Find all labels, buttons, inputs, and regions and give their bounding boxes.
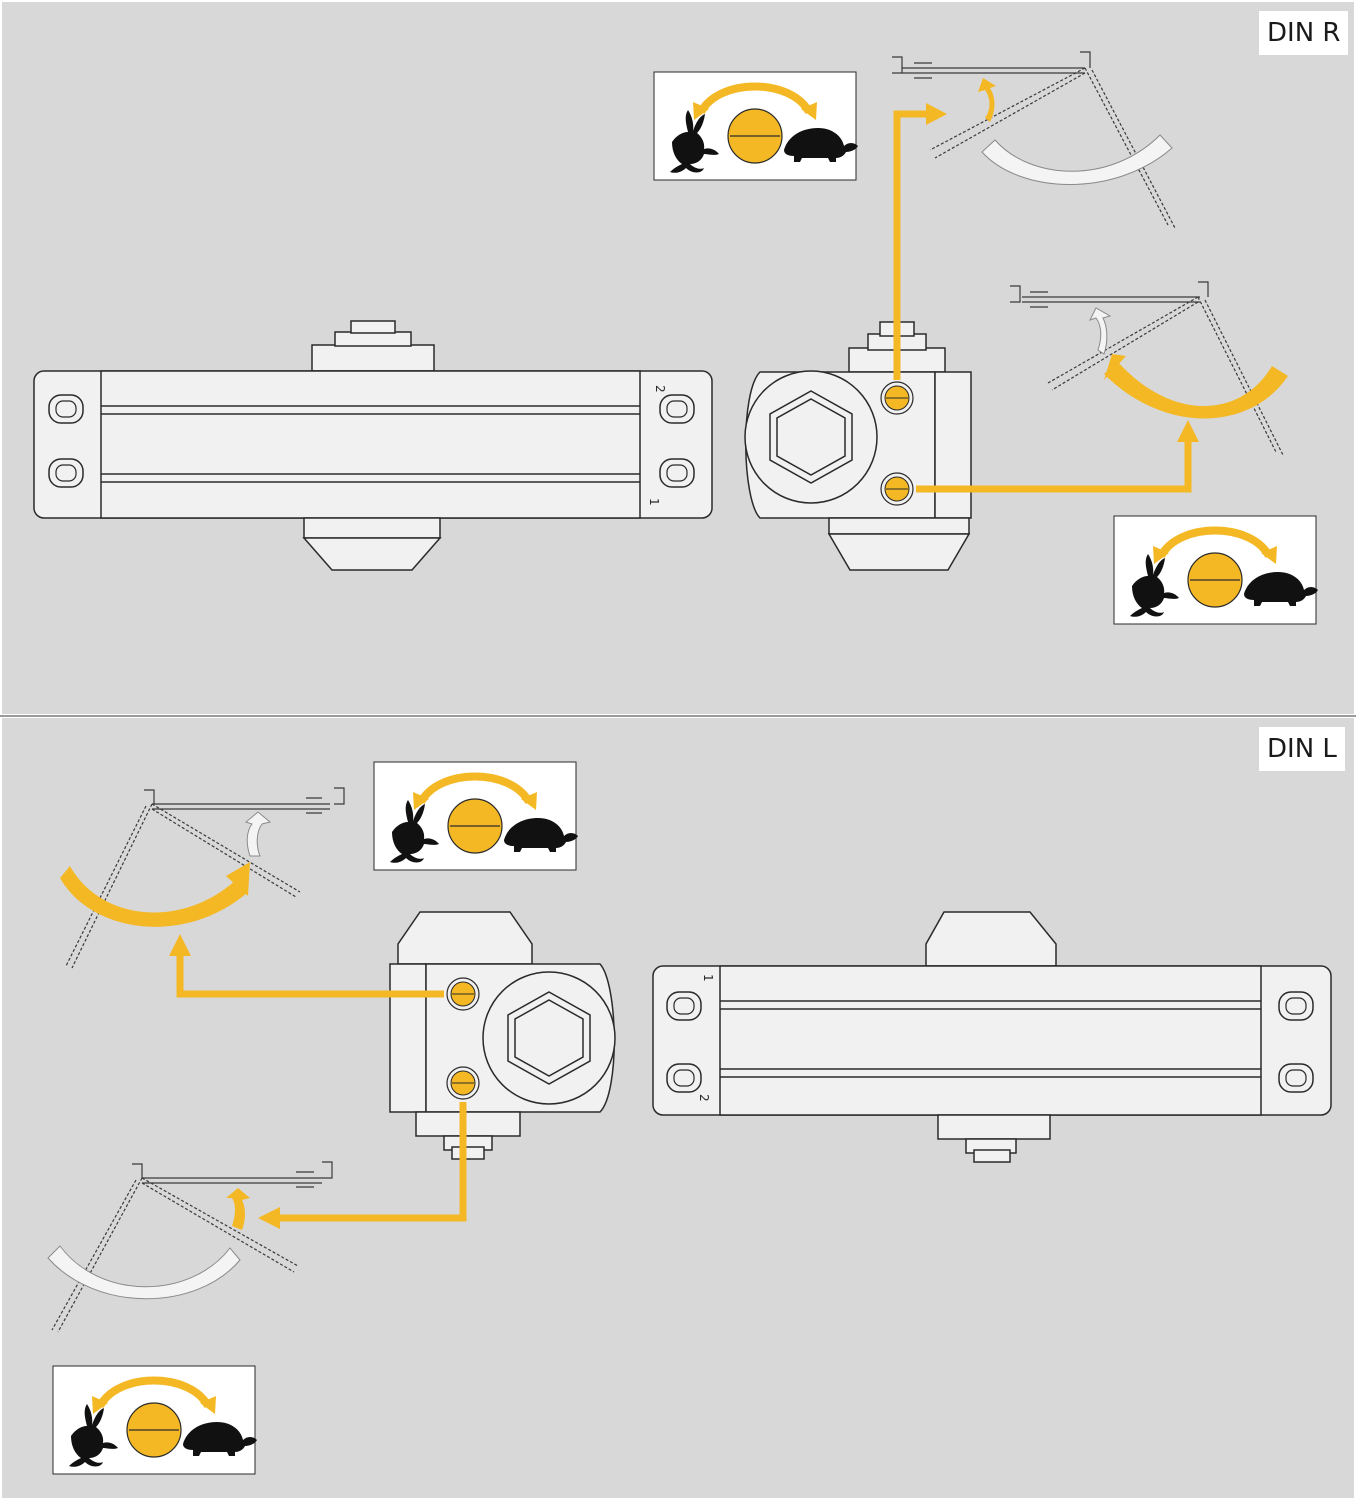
- arc-arrowhead: [1104, 354, 1126, 380]
- leader-line-latching: [916, 440, 1192, 493]
- closing-speed-screw-mirrored: [446, 977, 480, 1011]
- leader-arrowhead: [1177, 420, 1199, 442]
- leader-line-closing: [893, 110, 928, 380]
- swing-arc-yellow-large-mirrored: [60, 866, 248, 927]
- closer-body-side-view-mirrored: [652, 911, 1332, 1163]
- speed-card-latching: [1114, 516, 1318, 624]
- swing-arc-yellow-small-mirrored: [226, 1188, 250, 1230]
- door-swing-diagram-2: [1010, 281, 1284, 456]
- leader-arrowhead: [926, 103, 947, 125]
- leader-line-latching-mirrored: [278, 1102, 467, 1222]
- speed-card-closing: [654, 72, 858, 180]
- din-l-label: DIN L: [1259, 727, 1345, 771]
- closer-body-side-view: [33, 320, 713, 571]
- arc-arrowhead: [226, 862, 250, 896]
- swing-arc-white-small: [1089, 307, 1112, 355]
- door-swing-diagram-1: [892, 51, 1176, 229]
- port-marking-bottom-2: 2: [697, 1094, 711, 1102]
- din-r-label: DIN R: [1259, 11, 1349, 55]
- speed-card-closing-mirrored: [374, 762, 578, 870]
- port-marking-top-1: 1: [647, 498, 661, 506]
- closing-speed-screw: [880, 381, 914, 415]
- swing-arc-grey-mirrored: [47, 1245, 241, 1300]
- speed-card-latching-mirrored: [53, 1366, 257, 1474]
- port-marking-bottom-1: 1: [701, 974, 715, 982]
- swing-arc-grey: [981, 134, 1173, 185]
- swing-arc-yellow-large: [1104, 362, 1288, 419]
- door-swing-diagram-3: [65, 787, 345, 969]
- latching-speed-screw: [880, 472, 914, 506]
- swing-arc-yellow-small: [978, 78, 996, 122]
- latching-speed-screw-mirrored: [446, 1066, 480, 1100]
- leader-arrowhead: [169, 934, 191, 956]
- swing-arc-white-small-mirrored: [244, 811, 272, 857]
- leader-arrowhead: [258, 1207, 280, 1229]
- leader-line-closing-mirrored: [176, 955, 444, 998]
- door-swing-diagram-4: [51, 1161, 333, 1333]
- port-marking-top-2: 2: [653, 385, 667, 393]
